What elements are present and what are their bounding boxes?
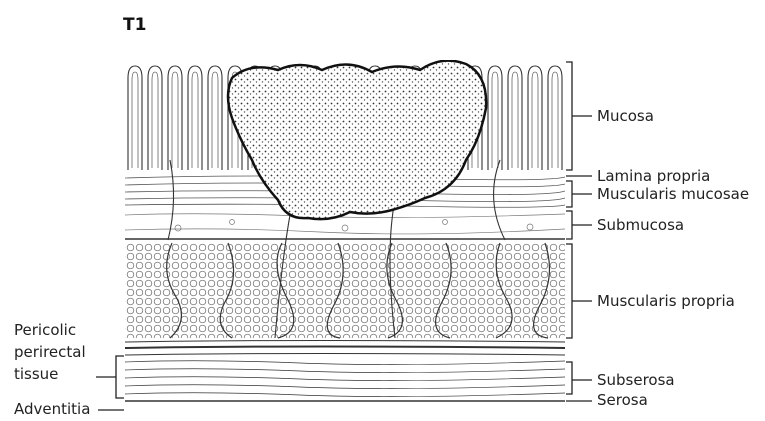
crypt (208, 66, 222, 170)
crypt-lumen (172, 72, 178, 168)
crypt-lumen (552, 72, 558, 168)
label-submucosa: Submucosa (597, 216, 684, 234)
submucosa-band (125, 214, 565, 234)
crypt (128, 66, 142, 170)
diagram-title: T1 (123, 15, 146, 35)
right-brackets (566, 62, 592, 401)
label-muscularis-propria: Muscularis propria (597, 292, 735, 310)
label-muscularis-mucosae: Muscularis mucosae (597, 185, 749, 203)
crypt-lumen (492, 72, 498, 168)
label-pericolic-line3: tissue (14, 365, 58, 383)
left-brackets (96, 356, 124, 410)
label-serosa: Serosa (597, 391, 648, 409)
crypt-lumen (152, 72, 158, 168)
wall-layers (125, 61, 565, 401)
crypt-lumen (212, 72, 218, 168)
muscularis-propria-cells (125, 243, 565, 338)
label-pericolic-line1: Pericolic (14, 321, 76, 339)
crypt (528, 66, 542, 170)
label-adventitia: Adventitia (14, 400, 90, 418)
crypt (148, 66, 162, 170)
crypt (548, 66, 562, 170)
crypt-lumen (532, 72, 538, 168)
crypt (188, 66, 202, 170)
label-pericolic-line2: perirectal (14, 343, 86, 361)
crypt-lumen (512, 72, 518, 168)
label-lamina-propria: Lamina propria (597, 167, 710, 185)
crypt (508, 66, 522, 170)
crypt (488, 66, 502, 170)
label-subserosa: Subserosa (597, 371, 675, 389)
crypt (168, 66, 182, 170)
label-mucosa: Mucosa (597, 107, 654, 125)
subserosa-band (125, 341, 565, 397)
crypt-lumen (192, 72, 198, 168)
tumor-mass (228, 61, 486, 220)
crypt-lumen (132, 72, 138, 168)
